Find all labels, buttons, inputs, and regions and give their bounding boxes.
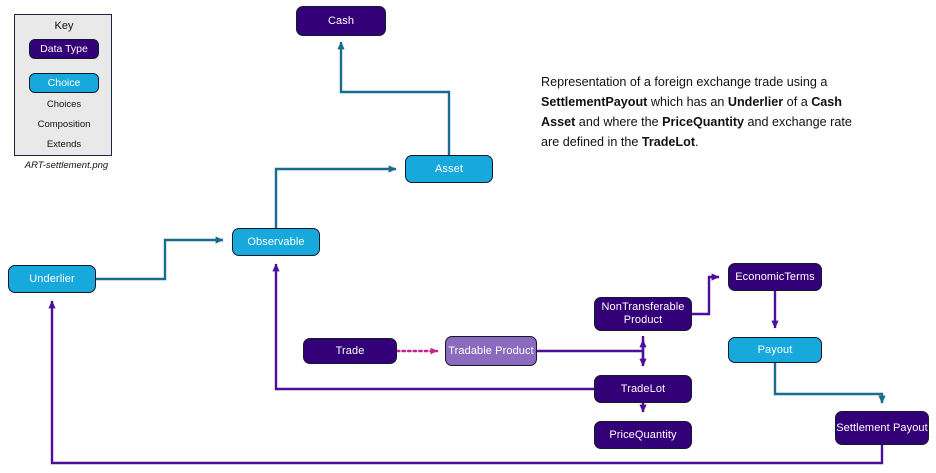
edge-asset-to-cash (337, 41, 451, 155)
key-extends-label: Extends (46, 139, 82, 150)
node-label-asset: Asset (434, 162, 463, 175)
desc-line1: Representation of a foreign exchange tra… (541, 75, 828, 89)
node-label-economic: EconomicTerms (735, 270, 815, 283)
key-composition-label: Composition (37, 119, 91, 130)
node-label-payout: Payout (757, 343, 793, 356)
figure-caption: ART-settlement.png (24, 160, 109, 171)
node-trade[interactable]: Trade (303, 338, 397, 364)
key-choice-swatch: Choice (29, 73, 99, 93)
node-label-observable: Observable (247, 235, 305, 248)
node-label-pricequant: PriceQuantity (609, 428, 677, 441)
key-choices-label: Choices (46, 99, 82, 110)
node-label-trade: Trade (335, 344, 365, 357)
desc-pricequantity: PriceQuantity (662, 115, 745, 129)
node-label-settlement: Settlement Payout (836, 421, 928, 434)
desc-line3b: and (744, 115, 769, 129)
desc-line4b: . (695, 135, 699, 149)
node-label-cash: Cash (327, 14, 355, 27)
desc-tradelot: TradeLot (641, 135, 696, 149)
node-cash[interactable]: Cash (296, 6, 386, 36)
key-data-type-swatch: Data Type (29, 39, 99, 59)
desc-settlementpayout: SettlementPayout (541, 95, 648, 109)
node-label-underlier: Underlier (29, 272, 75, 285)
desc-line3a: and where the (575, 115, 663, 129)
desc-line4a: exchange rate are defined in the (541, 115, 852, 149)
edge-observable-to-asset (274, 165, 397, 228)
desc-underlier: Underlier (727, 95, 784, 109)
node-underlier[interactable]: Underlier (8, 265, 96, 293)
edge-tradelot-to-observable (272, 263, 594, 391)
node-label-tradable: Tradable Product (448, 344, 534, 357)
key-panel: Key Data Type Choice Choices Composition… (14, 14, 112, 156)
key-title: Key (54, 20, 74, 32)
node-payout[interactable]: Payout (728, 337, 822, 363)
desc-cashasset: Cash Asset (541, 95, 842, 129)
node-observable[interactable]: Observable (232, 228, 320, 256)
node-tradelot[interactable]: TradeLot (594, 375, 692, 403)
edge-settlement-to-underlier (48, 300, 884, 465)
edge-nontransfer-to-economic (692, 273, 720, 316)
desc-line2a: which has an (647, 95, 728, 109)
node-label-tradelot: TradeLot (620, 382, 666, 395)
desc-line2b: of a (783, 95, 808, 109)
node-tradable[interactable]: Tradable Product (445, 336, 537, 366)
node-nontransfer[interactable]: NonTransferable Product (594, 297, 692, 331)
description-text: Representation of a foreign exchange tra… (541, 72, 871, 152)
node-settlement[interactable]: Settlement Payout (835, 411, 929, 445)
node-pricequant[interactable]: PriceQuantity (594, 421, 692, 449)
edge-underlier-to-observable (96, 236, 224, 281)
node-asset[interactable]: Asset (405, 155, 493, 183)
node-economic[interactable]: EconomicTerms (728, 263, 822, 291)
edge-payout-to-settlement (773, 363, 886, 404)
node-label-nontransfer: NonTransferable Product (601, 301, 685, 326)
